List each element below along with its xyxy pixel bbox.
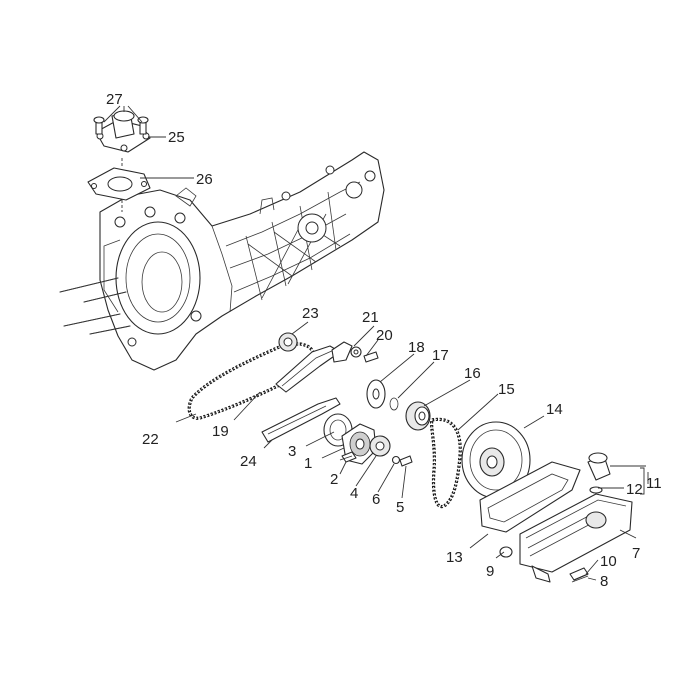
pump-sprocket-4 (369, 435, 391, 457)
crankcase (99, 151, 385, 371)
callout-7: 7 (632, 545, 640, 562)
tensioner-shoe-24 (261, 397, 341, 443)
callout-4: 4 (350, 485, 358, 502)
callout-3: 3 (288, 443, 296, 460)
bolt-2 (339, 451, 357, 463)
callout-17: 17 (432, 347, 449, 364)
drain-plug-9 (499, 546, 513, 558)
callout-24: 24 (240, 453, 257, 470)
oil-pump-chain (429, 417, 462, 509)
dipstick-cap-11 (587, 452, 611, 481)
screw-8 (571, 573, 589, 583)
bracket-11-12 (640, 467, 645, 495)
callout-labels: 1 2 3 4 5 6 7 8 9 10 11 12 13 14 15 16 1… (106, 91, 662, 590)
ring-17 (389, 397, 399, 411)
drive-pulley-14 (461, 421, 531, 499)
o-ring-12 (589, 486, 603, 494)
tensioner-21-20 (331, 341, 379, 363)
callout-9: 9 (486, 563, 494, 580)
callout-15: 15 (498, 381, 515, 398)
callout-22: 22 (142, 431, 159, 448)
callout-23: 23 (302, 305, 319, 322)
cover-bolts (93, 116, 149, 135)
callout-13: 13 (446, 549, 463, 566)
callout-21: 21 (362, 309, 379, 326)
callout-8: 8 (600, 573, 608, 590)
leader-lines (103, 105, 649, 581)
sprocket-16 (405, 401, 431, 431)
oil-sump-7 (519, 493, 633, 583)
callout-18: 18 (408, 339, 425, 356)
callout-26: 26 (196, 171, 213, 188)
callout-25: 25 (168, 129, 185, 146)
cylinder-studs (59, 277, 131, 335)
callout-19: 19 (212, 423, 229, 440)
callout-12: 12 (626, 481, 643, 498)
callout-1: 1 (304, 455, 312, 472)
sump-gasket-13 (479, 461, 581, 533)
callout-27: 27 (106, 91, 123, 108)
callout-20: 20 (376, 327, 393, 344)
washer-18 (366, 379, 386, 409)
callout-6: 6 (372, 491, 380, 508)
cover-gasket (87, 167, 151, 201)
pump-cover-top (95, 110, 151, 153)
washer-6 (391, 455, 401, 465)
callout-10: 10 (600, 553, 617, 570)
callout-11: 11 (646, 475, 662, 492)
chain-guide-19 (275, 345, 341, 393)
callout-14: 14 (546, 401, 563, 418)
callout-5: 5 (396, 499, 404, 516)
sprocket-23 (278, 332, 298, 352)
bolt-5 (399, 455, 413, 467)
callout-2: 2 (330, 471, 338, 488)
callout-16: 16 (464, 365, 481, 382)
